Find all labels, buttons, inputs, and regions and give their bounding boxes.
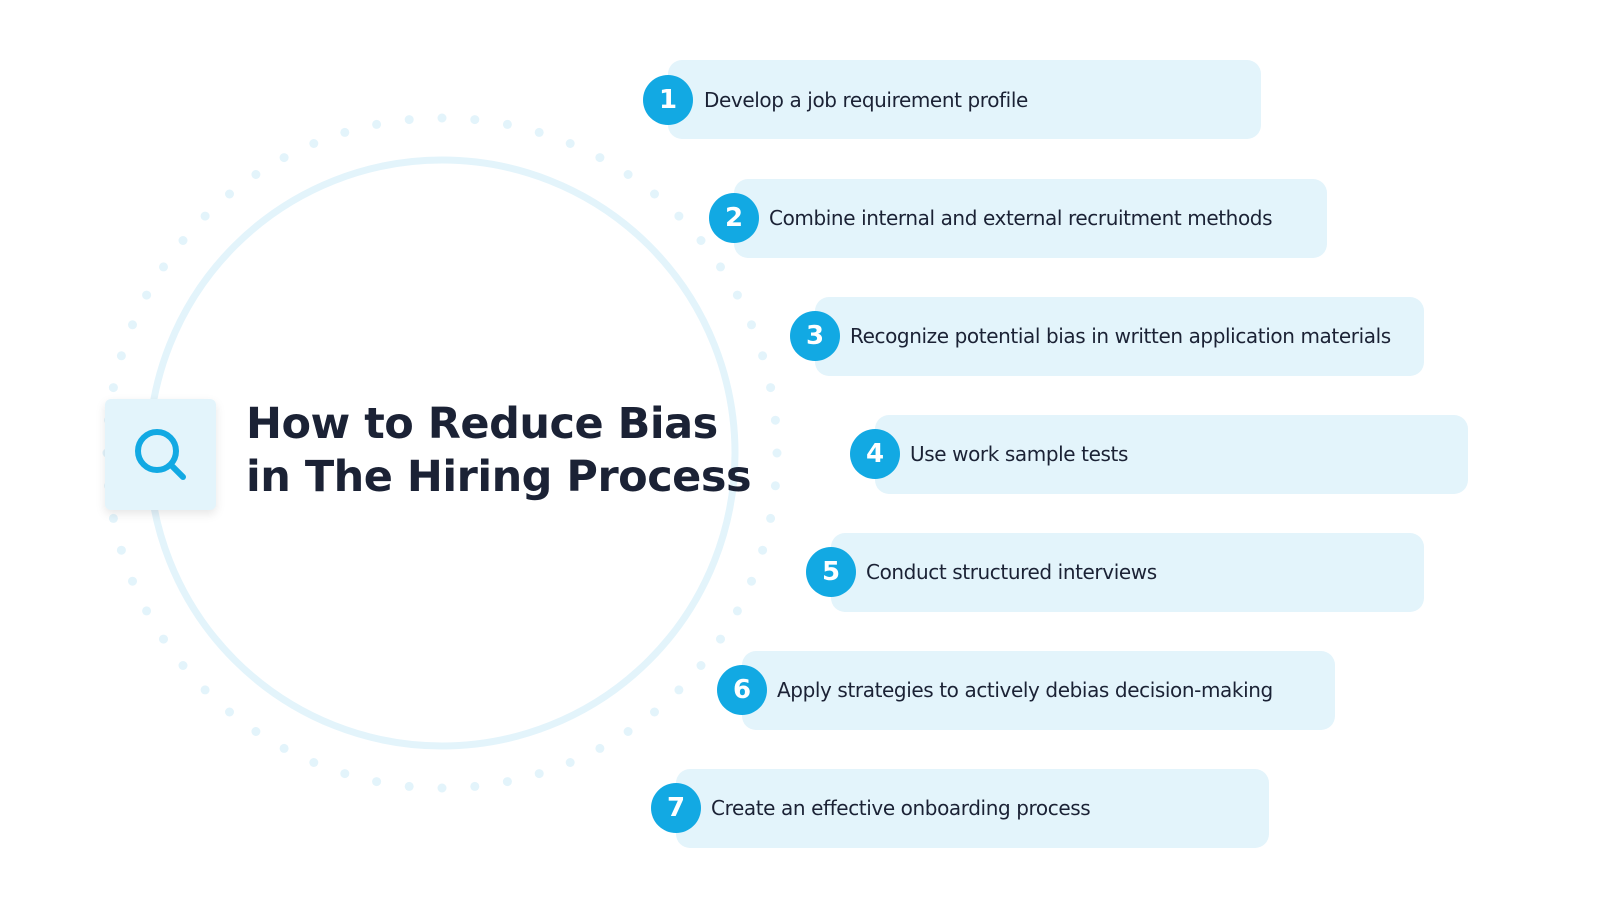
ring-dot	[116, 351, 126, 361]
ring-dot	[696, 236, 706, 245]
step-number-badge: 3	[790, 311, 840, 361]
ring-dot	[674, 685, 684, 695]
ring-dot	[650, 707, 659, 717]
ring-dot	[766, 383, 776, 393]
step-label: Develop a job requirement profile	[704, 88, 1028, 112]
ring-dot	[372, 777, 382, 787]
ring-dot	[470, 115, 480, 125]
ring-dot	[595, 153, 605, 163]
title-line-2: in The Hiring Process	[246, 452, 752, 502]
ring-dot	[565, 758, 575, 767]
ring-dot	[116, 545, 126, 555]
ring-dot	[108, 513, 118, 523]
ring-dot	[108, 383, 118, 393]
ring-dot	[716, 634, 725, 644]
step-label: Conduct structured interviews	[866, 560, 1157, 584]
ring-dot	[200, 211, 210, 221]
ring-dot	[650, 189, 659, 199]
ring-dot	[623, 727, 633, 736]
step-pill	[734, 179, 1327, 258]
step-pill	[742, 651, 1335, 730]
ring-dot	[340, 769, 350, 779]
step-label: Combine internal and external recruitmen…	[769, 206, 1273, 230]
ring-dot	[747, 576, 756, 586]
ring-dot	[159, 262, 168, 272]
ring-dot	[178, 236, 188, 245]
step-label: Use work sample tests	[910, 442, 1128, 466]
search-icon	[134, 428, 186, 480]
ring-dot	[279, 153, 289, 163]
step-pill	[668, 60, 1261, 139]
ring-dot	[251, 170, 261, 179]
dotted-ring	[102, 113, 782, 793]
ring-dot	[470, 781, 480, 791]
ring-dot	[770, 481, 780, 491]
ring-dot	[142, 290, 152, 300]
ring-dot	[534, 769, 544, 779]
ring-dot	[309, 139, 319, 148]
ring-dot	[225, 707, 234, 717]
ring-dot	[716, 262, 725, 272]
ring-dot	[128, 320, 137, 330]
ring-dot	[502, 777, 512, 787]
step-pill	[875, 415, 1468, 494]
ring-dot	[437, 113, 447, 123]
ring-dot	[758, 545, 768, 555]
title-line-1: How to Reduce Bias	[246, 399, 718, 449]
search-icon-box	[105, 399, 216, 510]
step-label: Recognize potential bias in written appl…	[850, 324, 1391, 348]
step-label: Create an effective onboarding process	[711, 796, 1091, 820]
ring-dot	[534, 127, 544, 137]
step-pill	[676, 769, 1269, 848]
ring-dot	[502, 119, 512, 129]
ring-dot	[178, 661, 188, 670]
ring-dot	[225, 189, 234, 199]
ring-dot	[595, 743, 605, 753]
ring-dot	[309, 758, 319, 767]
ring-dot	[142, 606, 152, 616]
step-label: Apply strategies to actively debias deci…	[777, 678, 1273, 702]
ring-dot	[279, 743, 289, 753]
step-pill	[831, 533, 1424, 612]
ring-dot	[251, 727, 261, 736]
ring-dot	[437, 783, 447, 793]
step-number-badge: 2	[709, 193, 759, 243]
ring-dot	[565, 139, 575, 148]
ring-dot	[747, 320, 756, 330]
ring-dot	[732, 606, 742, 616]
ring-dot	[404, 115, 414, 125]
step-pill	[815, 297, 1424, 376]
ring-dot	[128, 576, 137, 586]
ring-dot	[404, 781, 414, 791]
ring-dot	[772, 448, 782, 458]
page-title: How to Reduce Bias in The Hiring Process	[246, 398, 752, 504]
step-number-badge: 7	[651, 783, 701, 833]
ring-dot	[732, 290, 742, 300]
ring-dot	[200, 685, 210, 695]
step-number-badge: 1	[643, 75, 693, 125]
ring-dot	[766, 513, 776, 523]
ring-dot	[770, 415, 780, 425]
ring-dot	[159, 634, 168, 644]
step-number-badge: 5	[806, 547, 856, 597]
ring-dot	[674, 211, 684, 221]
step-number-badge: 6	[717, 665, 767, 715]
step-number-badge: 4	[850, 429, 900, 479]
ring-dot	[696, 661, 706, 670]
ring-dot	[372, 119, 382, 129]
ring-dot	[758, 351, 768, 361]
ring-dot	[623, 170, 633, 179]
ring-dot	[340, 127, 350, 137]
